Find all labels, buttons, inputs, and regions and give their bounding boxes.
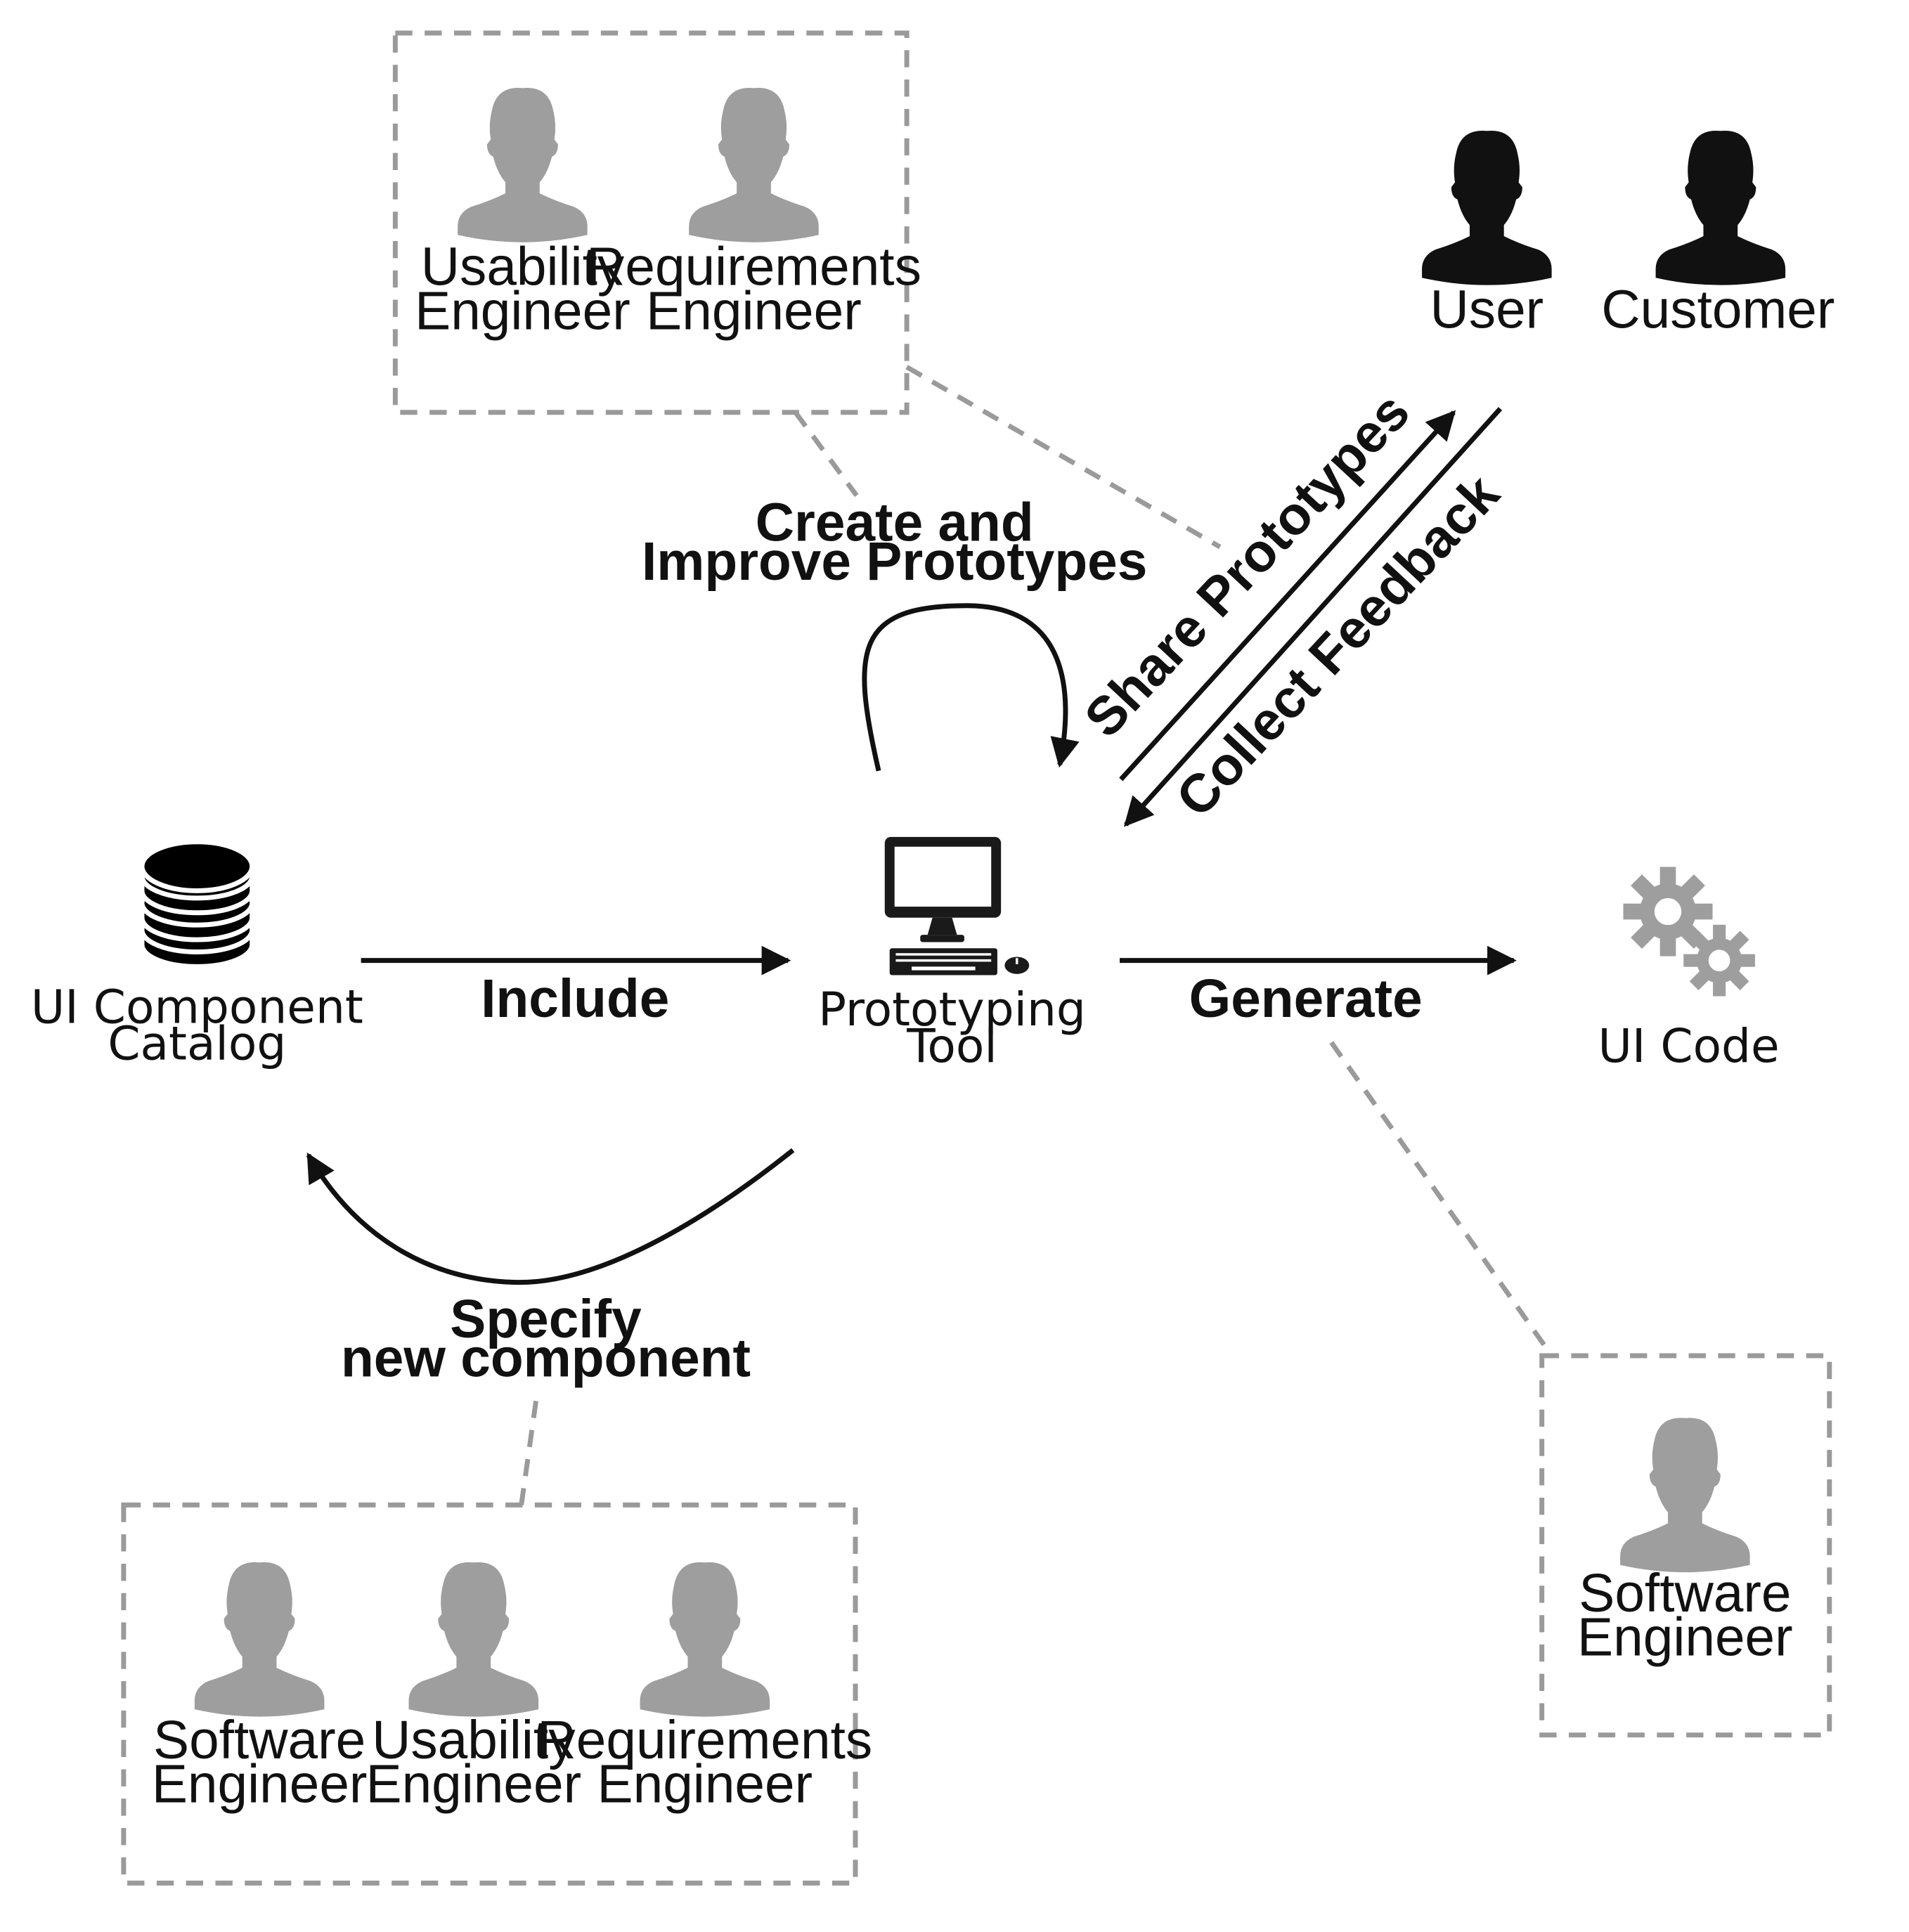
member-label-line2: Engineer [597,1754,813,1814]
gears-icon [1624,867,1754,995]
person-icon [1655,130,1786,285]
person-icon [1620,1418,1750,1573]
catalog-label-line2: Catalog [108,1017,286,1071]
member-label-line1: Requirements [537,1711,872,1770]
member-label-line1: Software [153,1711,365,1770]
tool-label-line1: Prototyping [818,983,1086,1037]
person-icon [640,1562,770,1717]
bottom-requirements-engineer: Requirements Engineer [537,1562,872,1814]
specify-label-line2: new component [341,1329,751,1389]
collect-feedback-label: Collect Feedback [1165,464,1511,829]
top-usability-engineer: Usability Engineer [415,88,630,341]
create-label-line1: Create and [756,493,1034,553]
member-label-line2: Engineer [415,281,630,341]
catalog-label-line1: UI Component [31,980,363,1034]
right-team-box [1539,1353,1832,1738]
top-team-share-connector [905,365,1222,550]
member-label-line1: Requirements [586,238,921,297]
member-label-line2: Engineer [646,281,862,341]
member-label-line1: Usability [421,238,625,297]
generate-label: Generate [1189,969,1423,1029]
create-improve-loop-arrow [862,603,1080,772]
create-label-line2: Improve Prototypes [642,532,1147,592]
person-icon [689,88,819,242]
code-label: UI Code [1598,1019,1779,1073]
ui-code: UI Code [1598,867,1780,1073]
member-label-line1: Usability [372,1711,576,1770]
specify-component-arrow [306,1148,795,1285]
include-label: Include [481,969,669,1029]
bottom-software-engineer: Software Engineer [152,1562,368,1814]
person-icon [194,1562,325,1717]
stakeholder-customer: Customer [1601,130,1834,340]
ui-component-catalog: UI Component Catalog [31,839,363,1071]
specify-label-line1: Specify [450,1290,642,1349]
stakeholder-label: Customer [1601,280,1834,340]
database-icon [139,839,255,969]
member-label-line1: Software [1579,1564,1791,1623]
top-team-connector [793,410,859,498]
right-software-engineer: Software Engineer [1577,1418,1793,1668]
stakeholder-user: User [1422,130,1552,340]
stakeholder-label: User [1430,280,1544,340]
bottom-team-box [121,1502,858,1886]
bottom-team-connector [519,1400,539,1505]
member-label-line2: Engineer [1577,1608,1793,1668]
collect-feedback-arrow [1123,407,1503,827]
person-icon [458,88,588,242]
person-icon [408,1562,539,1717]
share-prototypes-arrow [1119,410,1456,782]
member-label-line2: Engineer [152,1754,368,1814]
tool-label-line2: Tool [906,1019,997,1073]
member-label-line2: Engineer [365,1754,581,1814]
top-team-box [392,30,910,415]
bottom-usability-engineer: Usability Engineer [365,1562,581,1814]
prototyping-tool: Prototyping Tool [818,836,1086,1073]
computer-icon [884,836,1030,975]
right-team-connector [1329,1041,1554,1358]
top-requirements-engineer: Requirements Engineer [586,88,921,341]
person-icon [1422,130,1552,285]
